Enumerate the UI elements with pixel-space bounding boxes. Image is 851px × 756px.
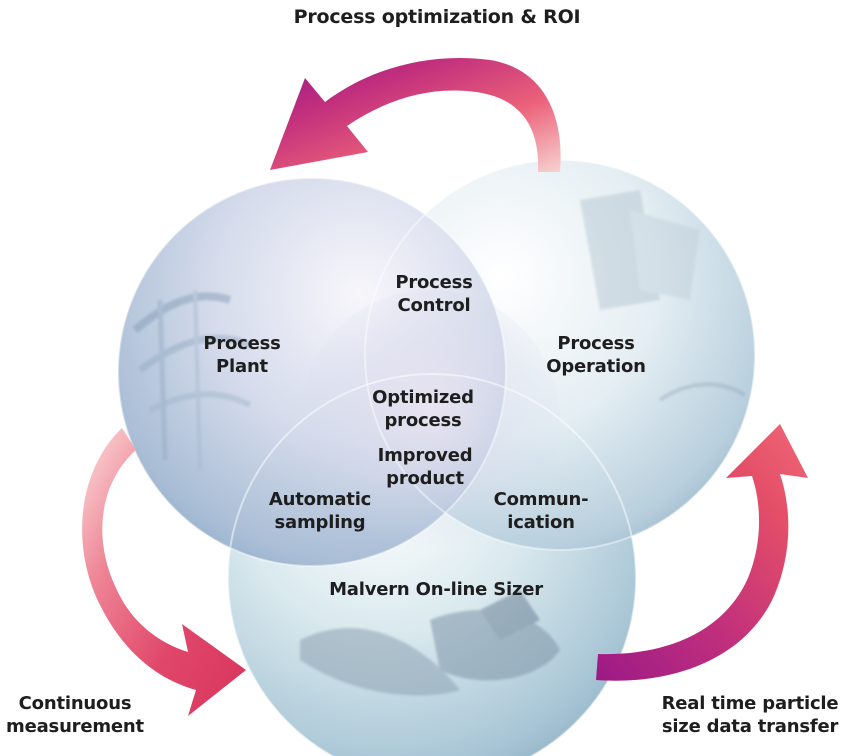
optimized-process-line-1: Optimized — [372, 387, 474, 408]
process-control-line-2: Control — [397, 295, 471, 316]
optimized-process-line-2: process — [384, 410, 462, 431]
overlap-glow — [300, 290, 560, 550]
continuous-measurement-line-2: measurement — [6, 716, 144, 737]
top-cycle-arrow — [270, 57, 561, 173]
process-plant-label: Process Plant — [203, 332, 281, 378]
process-plant-line-1: Process — [203, 333, 281, 354]
sizer-equipment-illustration — [300, 590, 560, 696]
automatic-sampling-label: Automatic sampling — [269, 488, 371, 534]
automatic-sampling-line-2: sampling — [274, 512, 366, 533]
improved-product-line-1: Improved — [377, 445, 473, 466]
left-cycle-arrow — [82, 428, 246, 716]
process-operation-line-2: Operation — [546, 356, 646, 377]
optimized-process-label: Optimized process — [372, 386, 474, 432]
process-control-line-1: Process — [395, 272, 473, 293]
realtime-transfer-line-1: Real time particle — [661, 693, 839, 714]
improved-product-line-2: product — [386, 468, 464, 489]
automatic-sampling-line-1: Automatic — [268, 489, 372, 510]
realtime-transfer-label: Real time particle size data transfer — [662, 692, 839, 738]
process-control-label: Process Control — [395, 271, 473, 317]
communication-line-2: ication — [507, 512, 575, 533]
communication-label: Commun- ication — [494, 488, 589, 534]
realtime-transfer-line-2: size data transfer — [661, 716, 839, 737]
continuous-measurement-line-1: Continuous — [18, 693, 132, 714]
communication-line-1: Commun- — [493, 489, 589, 510]
continuous-measurement-label: Continuous measurement — [6, 692, 144, 738]
process-operation-label: Process Operation — [546, 332, 646, 378]
right-cycle-arrow — [596, 424, 808, 681]
process-operation-line-1: Process — [557, 333, 635, 354]
plant-pipework-illustration — [132, 289, 252, 471]
improved-product-label: Improved product — [378, 444, 473, 490]
cycle-title: Process optimization & ROI — [293, 6, 581, 28]
malvern-sizer-label: Malvern On-line Sizer — [329, 579, 543, 600]
process-plant-line-2: Plant — [216, 356, 268, 377]
operation-equipment-illustration — [580, 190, 747, 402]
